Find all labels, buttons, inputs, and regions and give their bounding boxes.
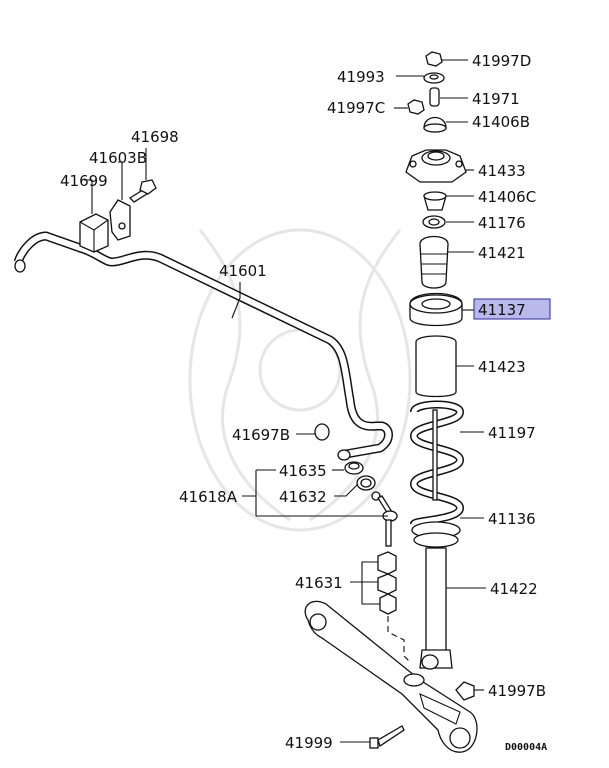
leader-lines (84, 59, 486, 743)
bushing-41406b[interactable] (423, 116, 447, 133)
callout-41406c[interactable]: 41406C (478, 188, 536, 206)
diagram-code: D00004A (505, 742, 547, 753)
bracket-bolt[interactable] (128, 179, 157, 203)
nut-41997c[interactable] (407, 99, 425, 115)
nut-41997d[interactable] (425, 51, 443, 67)
bump-stopper-41421[interactable] (419, 235, 449, 289)
link-bushings-41631[interactable] (377, 551, 397, 615)
callout-41197[interactable]: 41197 (488, 424, 536, 442)
lower-arm[interactable] (304, 600, 478, 753)
callout-41699[interactable]: 41699 (60, 172, 108, 190)
stabilizer-link[interactable] (371, 491, 398, 547)
callout-41632[interactable]: 41632 (279, 488, 327, 506)
bushing-41971[interactable] (429, 87, 440, 107)
callout-41406b[interactable]: 41406B (472, 113, 530, 131)
callout-41423[interactable]: 41423 (478, 358, 526, 376)
link-bushing-41697b[interactable] (314, 423, 330, 441)
stabilizer-bar[interactable] (13, 231, 393, 461)
callout-41971[interactable]: 41971 (472, 90, 520, 108)
callout-41421[interactable]: 41421 (478, 244, 526, 262)
callout-41698[interactable]: 41698 (131, 128, 179, 146)
link-washer-41632[interactable] (356, 475, 376, 491)
callout-41618a[interactable]: 41618A (179, 488, 238, 506)
callout-41601[interactable]: 41601 (219, 262, 267, 280)
spring-pad-41137[interactable] (409, 292, 463, 327)
spring-seat-41136[interactable] (411, 521, 461, 548)
callout-41635[interactable]: 41635 (279, 462, 327, 480)
washer-41993[interactable] (423, 72, 445, 84)
bushing-41406c[interactable] (423, 191, 447, 211)
callout-41137-highlight (473, 298, 551, 320)
callout-41997c[interactable]: 41997C (327, 99, 385, 117)
bolt-41999[interactable] (369, 725, 405, 749)
callout-41136[interactable]: 41136 (488, 510, 536, 528)
stabilizer-bushing[interactable] (79, 213, 109, 253)
link-bushing-41635[interactable] (344, 461, 364, 475)
bolt-41997b[interactable] (455, 681, 475, 701)
callout-41997d[interactable]: 41997D (472, 52, 531, 70)
callout-41433[interactable]: 41433 (478, 162, 526, 180)
callout-labels: 41997D 41993 41971 41997C 41406B 41698 4… (60, 52, 551, 753)
strut-mount-41433[interactable] (405, 149, 467, 183)
washer-41176[interactable] (422, 215, 446, 229)
callout-41631[interactable]: 41631 (295, 574, 343, 592)
callout-41137[interactable]: 41137 (478, 301, 526, 319)
coil-spring-41197[interactable] (409, 400, 465, 528)
callout-41176[interactable]: 41176 (478, 214, 526, 232)
callout-41999[interactable]: 41999 (285, 734, 333, 752)
callout-41697b[interactable]: 41697B (232, 426, 290, 444)
watermark-emblem (188, 228, 412, 532)
stabilizer-bracket[interactable] (109, 199, 131, 241)
dust-cover-41423[interactable] (415, 335, 457, 398)
callout-41997b[interactable]: 41997B (488, 682, 546, 700)
callout-41422[interactable]: 41422 (490, 580, 538, 598)
callout-41993[interactable]: 41993 (337, 68, 385, 86)
shock-absorber-41422[interactable] (419, 547, 453, 670)
callout-41603b[interactable]: 41603B (89, 149, 147, 167)
